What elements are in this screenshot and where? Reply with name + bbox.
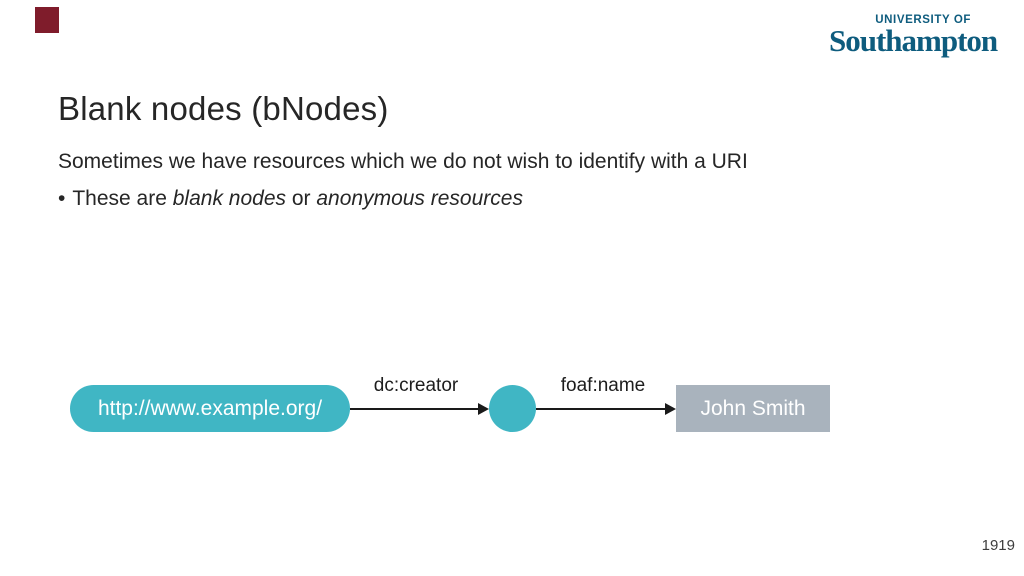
bullet-text-middle: or bbox=[286, 187, 317, 210]
bullet-item: • These are blank nodes or anonymous reso… bbox=[58, 187, 523, 211]
subject-uri-label: http://www.example.org/ bbox=[97, 396, 323, 420]
slide-title: Blank nodes (bNodes) bbox=[58, 90, 389, 127]
university-of-southampton-logo: UNIVERSITY OF Southampton bbox=[829, 14, 998, 58]
arrowhead-foaf-name bbox=[665, 403, 676, 415]
logo-southampton-wordmark: Southampton bbox=[829, 22, 998, 58]
edge-line-dc-creator bbox=[350, 408, 479, 410]
object-literal-label: John Smith bbox=[700, 396, 806, 420]
bullet-text-start: These are bbox=[72, 187, 173, 210]
intro-text: Sometimes we have resources which we do … bbox=[58, 150, 748, 173]
logo-university-of-text: UNIVERSITY OF bbox=[875, 14, 971, 26]
predicate-label-foaf-name: foaf:name bbox=[560, 375, 646, 396]
subject-uri-node: http://www.example.org/ bbox=[70, 385, 350, 432]
page-number: 1919 bbox=[981, 537, 1015, 554]
blank-node-circle bbox=[489, 385, 536, 432]
edge-line-foaf-name bbox=[536, 408, 666, 410]
corner-accent-mark bbox=[35, 7, 59, 33]
bullet-marker: • bbox=[58, 187, 66, 210]
object-literal-node: John Smith bbox=[676, 385, 830, 432]
predicate-label-dc-creator: dc:creator bbox=[373, 375, 459, 396]
bullet-emphasis-blank-nodes: blank nodes bbox=[172, 187, 287, 210]
arrowhead-dc-creator bbox=[478, 403, 489, 415]
bullet-emphasis-anonymous-resources: anonymous resources bbox=[316, 187, 523, 210]
